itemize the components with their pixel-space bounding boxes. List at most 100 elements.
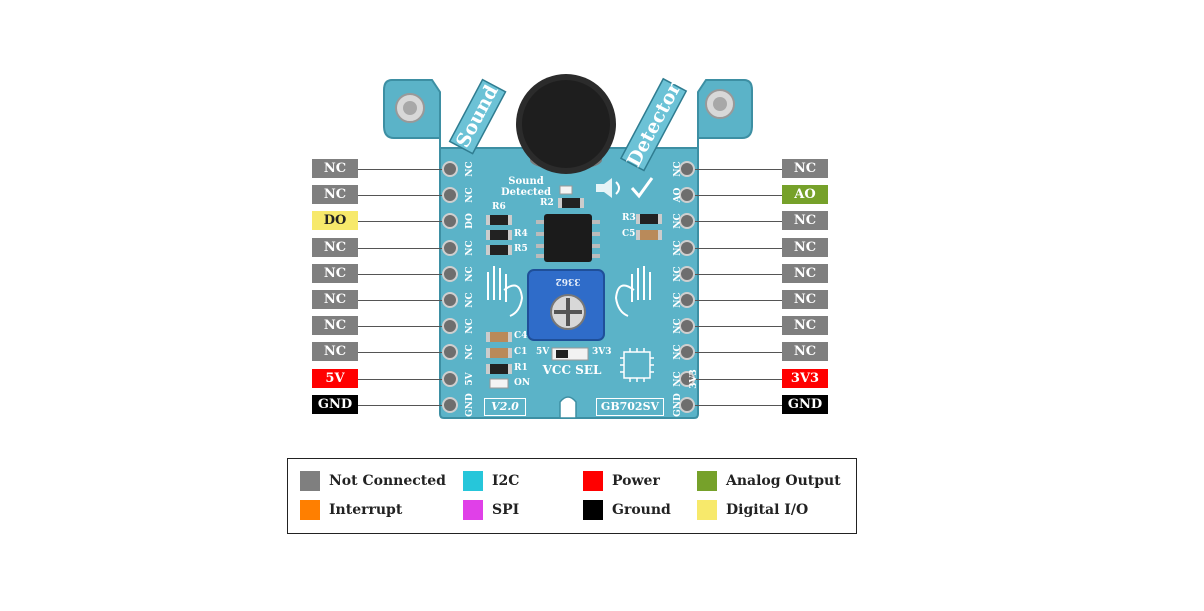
vcc-sel-label: VCC SEL [542, 363, 602, 377]
header-hole [679, 161, 695, 177]
ear-hand-icon-left [487, 266, 524, 317]
right-pin-silk: NC [673, 161, 683, 177]
legend-label: SPI [492, 502, 520, 518]
right-pin-line [694, 248, 782, 249]
header-hole [442, 371, 458, 387]
right-pin-line [694, 274, 782, 275]
legend-item-power: Power [583, 471, 660, 491]
left-pin-silk: NC [465, 292, 475, 308]
left-pin-line [358, 300, 444, 301]
left-pin-line [358, 195, 444, 196]
left-pin-label-do: DO [312, 211, 358, 230]
resistor-r3 [636, 214, 662, 224]
left-pin-label-nc: NC [312, 238, 358, 257]
left-pin-line [358, 248, 444, 249]
right-pin-label-nc: NC [782, 264, 828, 283]
left-pin-line [358, 221, 444, 222]
left-pin-line [358, 169, 444, 170]
right-pin-line [694, 405, 782, 406]
header-hole [679, 344, 695, 360]
header-hole [679, 397, 695, 413]
header-hole [442, 213, 458, 229]
header-hole [679, 371, 695, 387]
legend-item-i2c: I2C [463, 471, 519, 491]
left-pin-label-nc: NC [312, 159, 358, 178]
right-pin-line [694, 352, 782, 353]
left-pin-label-gnd: GND [312, 395, 358, 414]
left-pin-line [358, 405, 444, 406]
on-label: ON [514, 378, 531, 388]
right-pin-silk: NC [673, 318, 683, 334]
header-hole [679, 266, 695, 282]
right-pin-line [694, 195, 782, 196]
left-pin-silk: DO [465, 213, 475, 229]
mount-hole-left [395, 93, 425, 123]
chip-logo-icon [620, 348, 654, 382]
microphone [516, 74, 616, 174]
left-pin-line [358, 274, 444, 275]
header-hole [679, 240, 695, 256]
resistor-r4 [486, 230, 512, 240]
legend-swatch [583, 500, 603, 520]
header-hole [679, 318, 695, 334]
left-pin-silk: NC [465, 318, 475, 334]
ear-hand-icon-right [614, 266, 651, 317]
left-pin-line [358, 379, 444, 380]
left-pin-silk: GND [465, 393, 475, 417]
left-pin-label-nc: NC [312, 290, 358, 309]
right-pin-label-nc: NC [782, 211, 828, 230]
header-hole [442, 161, 458, 177]
ref-c5: C5 [622, 229, 636, 239]
right-pin-label-ao: AO [782, 185, 828, 204]
left-pin-silk: NC [465, 187, 475, 203]
part-number: GB702SV [596, 398, 664, 416]
capacitor-c5 [636, 230, 662, 240]
right-pin-label-nc: NC [782, 290, 828, 309]
right-pin-silk: NC [673, 240, 683, 256]
right-pin-silk: NC 3V3 [673, 369, 699, 389]
power-led [489, 378, 509, 389]
left-pin-label-nc: NC [312, 264, 358, 283]
legend-label: I2C [492, 473, 520, 489]
left-pin-silk: NC [465, 240, 475, 256]
left-pin-label-nc: NC [312, 342, 358, 361]
legend-swatch [697, 500, 717, 520]
left-pin-label-5v: 5V [312, 369, 358, 388]
right-pin-line [694, 379, 782, 380]
right-pin-silk: NC [673, 213, 683, 229]
left-pin-line [358, 352, 444, 353]
left-pin-silk: NC [465, 161, 475, 177]
left-pin-silk: 5V [465, 372, 475, 386]
legend-label: Power [612, 473, 660, 489]
legend-label: Interrupt [329, 502, 403, 518]
header-hole [442, 318, 458, 334]
legend-swatch [300, 500, 320, 520]
checkmark-icon [630, 177, 654, 199]
left-pin-silk: NC [465, 344, 475, 360]
legend-swatch [463, 471, 483, 491]
right-pin-label-gnd: GND [782, 395, 828, 414]
legend-item-analog-output: Analog Output [697, 471, 841, 491]
left-pin-line [358, 326, 444, 327]
title-right-banner [619, 77, 688, 172]
header-hole [442, 292, 458, 308]
header-hole [442, 344, 458, 360]
ic-chip [536, 214, 600, 262]
legend-swatch [300, 471, 320, 491]
right-pin-label-nc: NC [782, 342, 828, 361]
header-hole [679, 213, 695, 229]
header-hole [679, 187, 695, 203]
capacitor-c1 [486, 348, 512, 358]
legend-label: Analog Output [726, 473, 841, 489]
header-hole [442, 240, 458, 256]
pot-code: 3362 [555, 276, 581, 286]
resistor-r1 [486, 364, 512, 374]
potentiometer [527, 269, 605, 341]
legend-swatch [583, 471, 603, 491]
capacitor-c4 [486, 332, 512, 342]
right-pin-line [694, 169, 782, 170]
mount-hole-right [705, 89, 735, 119]
resistor-r5 [486, 245, 512, 255]
version-label: V2.0 [484, 398, 526, 416]
